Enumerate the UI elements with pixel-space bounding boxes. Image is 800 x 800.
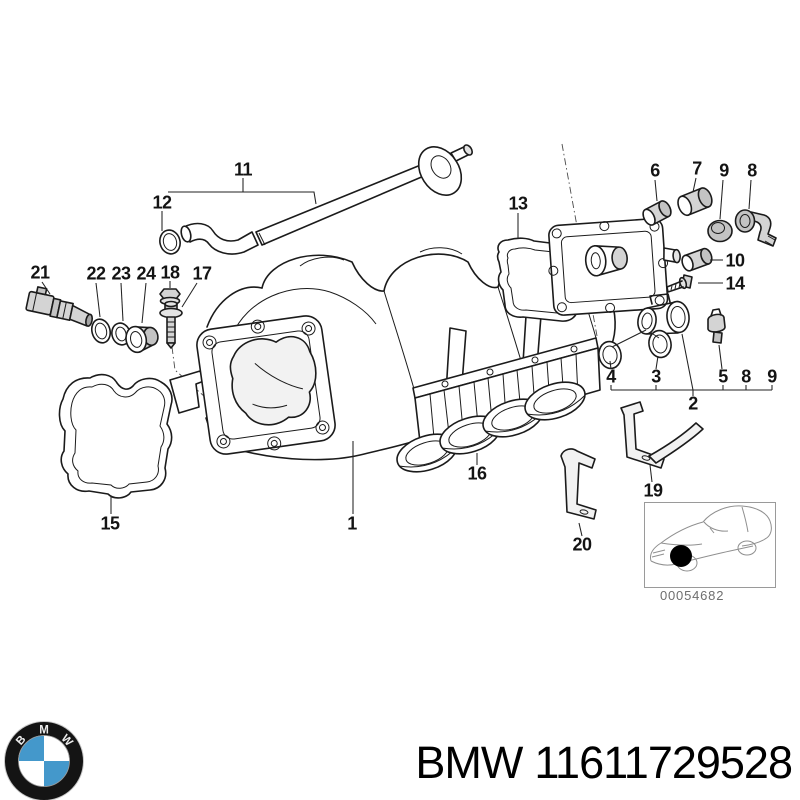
intake-manifold-part-1 [169, 245, 616, 461]
temp-sensor-part-21 [25, 286, 94, 327]
cover-plate [548, 217, 681, 316]
logo-letter-m: M [39, 725, 49, 737]
callout-6: 6 [650, 160, 660, 181]
callout-20: 20 [572, 534, 592, 555]
bolt-part-14 [666, 274, 693, 293]
flange-bolt-bosses [202, 319, 330, 451]
car-thumbnail [650, 505, 772, 572]
callout-4: 4 [606, 366, 616, 387]
callout-1: 1 [347, 513, 357, 534]
callout-17: 17 [192, 263, 212, 284]
port-gaskets-part-16 [396, 381, 586, 473]
o-ring-part-4 [598, 340, 622, 370]
elbow-fitting-part-8 [734, 209, 777, 247]
o-ring-part-3 [648, 329, 672, 359]
bmw-logo-icon: B M W [4, 721, 84, 800]
callout-15: 15 [100, 513, 120, 534]
profile-gasket-part-15 [58, 373, 173, 499]
grommet-part-9 [707, 219, 733, 243]
callout-5: 5 [718, 366, 728, 387]
callout-11: 11 [233, 159, 253, 180]
callout-24: 24 [136, 263, 156, 284]
o-ring-part-22 [90, 318, 112, 344]
bracket-part-20 [560, 448, 597, 520]
callout-18: 18 [160, 262, 180, 283]
callout-9b: 9 [767, 366, 777, 387]
leader-lines [41, 177, 773, 537]
vent-tube-part-11 [180, 144, 473, 255]
callout-8b: 8 [741, 366, 751, 387]
callout-14: 14 [725, 273, 745, 294]
part-number-text: 11611729528 [534, 737, 793, 788]
location-dot [670, 545, 692, 567]
sensor-part-5 [707, 308, 726, 344]
front-flange [196, 315, 336, 455]
brand-text: BMW [415, 737, 523, 788]
callout-13: 13 [508, 193, 528, 214]
callout-22: 22 [86, 263, 106, 284]
callout-21: 21 [30, 262, 50, 283]
sleeve-part-7 [677, 187, 713, 217]
car-inset-border [644, 502, 776, 588]
callout-8: 8 [747, 160, 757, 181]
callout-19: 19 [643, 480, 663, 501]
callout-3: 3 [651, 366, 661, 387]
seal-ring-part-12 [159, 229, 181, 255]
sleeve-part-10 [681, 247, 713, 272]
callout-10: 10 [725, 250, 745, 271]
sleeve-part-6 [642, 200, 672, 226]
callout-2: 2 [688, 393, 698, 414]
bracket-part-19 [620, 401, 704, 469]
callout-16: 16 [467, 463, 487, 484]
throttle-stub-part-2 [637, 293, 690, 335]
car-inset [644, 502, 776, 588]
callout-9: 9 [719, 160, 729, 181]
inset-image-code: 00054682 [660, 588, 725, 603]
callout-12: 12 [152, 192, 172, 213]
bushing-part-24 [125, 325, 159, 354]
bolt-part-17 [159, 300, 183, 349]
callout-7: 7 [692, 158, 702, 179]
callout-23: 23 [111, 263, 131, 284]
